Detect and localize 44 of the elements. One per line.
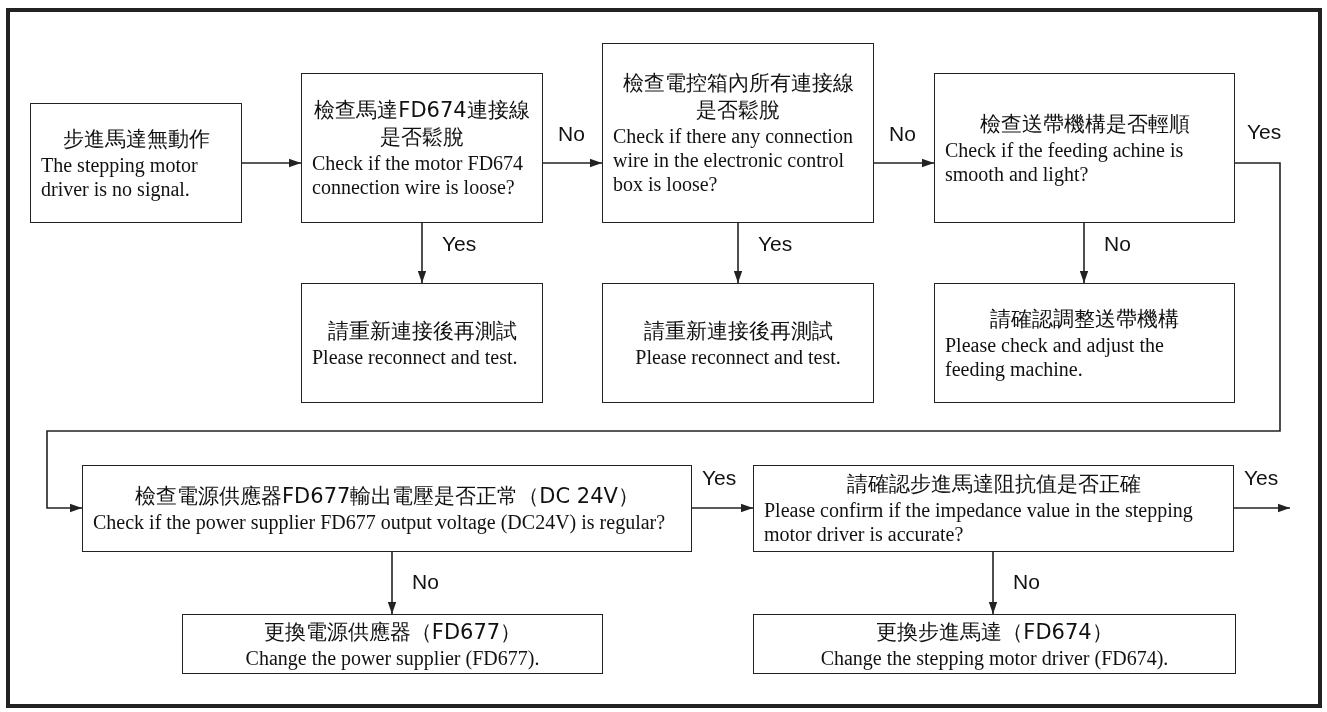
step-description: Please reconnect and test. — [634, 344, 842, 369]
arrow — [733, 222, 743, 284]
process-box — [602, 283, 874, 403]
process-box — [753, 465, 1234, 552]
arrow — [1233, 503, 1291, 513]
arrow — [387, 551, 397, 615]
process-box — [301, 283, 543, 403]
step-title: 更換電源供應器（FD677） — [262, 618, 523, 646]
step-description: The stepping motor driver is no signal. — [41, 152, 199, 201]
step-description: Please check and adjust the feeding machine. — [945, 332, 1165, 381]
step-description: Check if the feeding achine is smooth and light? — [945, 137, 1185, 186]
arrow — [241, 158, 302, 168]
step-title: 檢查電源供應器FD677輸出電壓是否正常（DC 24V） — [134, 483, 640, 510]
step-title: 請重新連接後再測試 — [642, 317, 834, 345]
process-box — [753, 614, 1236, 674]
step-description: Check if there any connection wire in the electronic control box is loose? — [613, 124, 854, 196]
step-description: Check if the motor FD674 connection wire is loose? — [312, 151, 525, 199]
arrow — [988, 551, 998, 615]
step-description: Change the power supplier (FD677). — [244, 645, 541, 670]
step-title: 請確認步進馬達阻抗值是否正確 — [845, 471, 1142, 498]
arrow — [873, 158, 935, 168]
process-box — [301, 73, 543, 223]
arrow — [1079, 222, 1089, 284]
step-description: Change the stepping motor driver (FD674). — [819, 645, 1170, 670]
step-title: 步進馬達無動作 — [61, 125, 211, 153]
process-box — [82, 465, 692, 552]
process-box — [602, 43, 874, 223]
arrow — [542, 158, 603, 168]
step-title: 請重新連接後再測試 — [326, 317, 518, 345]
process-box — [934, 73, 1235, 223]
step-description: Check if the power supplier FD677 output voltage (DC24V) is regular? — [93, 510, 667, 534]
arrow — [417, 222, 427, 284]
arrow — [46, 162, 1281, 513]
step-title: 檢查馬達FD674連接線是否鬆脫 — [313, 97, 531, 151]
process-box — [934, 283, 1235, 403]
step-description: Please confirm if the impedance value in the stepping motor driver is accurate? — [764, 498, 1194, 546]
process-box — [182, 614, 603, 674]
process-box — [30, 103, 242, 223]
step-title: 檢查電控箱內所有連接線是否鬆脫 — [621, 70, 855, 124]
arrow — [691, 503, 754, 513]
step-title: 更換步進馬達（FD674） — [875, 618, 1114, 646]
step-title: 請確認調整送帶機構 — [989, 305, 1180, 333]
step-title: 檢查送帶機構是否輕順 — [978, 110, 1191, 138]
step-description: Please reconnect and test. — [312, 344, 519, 369]
